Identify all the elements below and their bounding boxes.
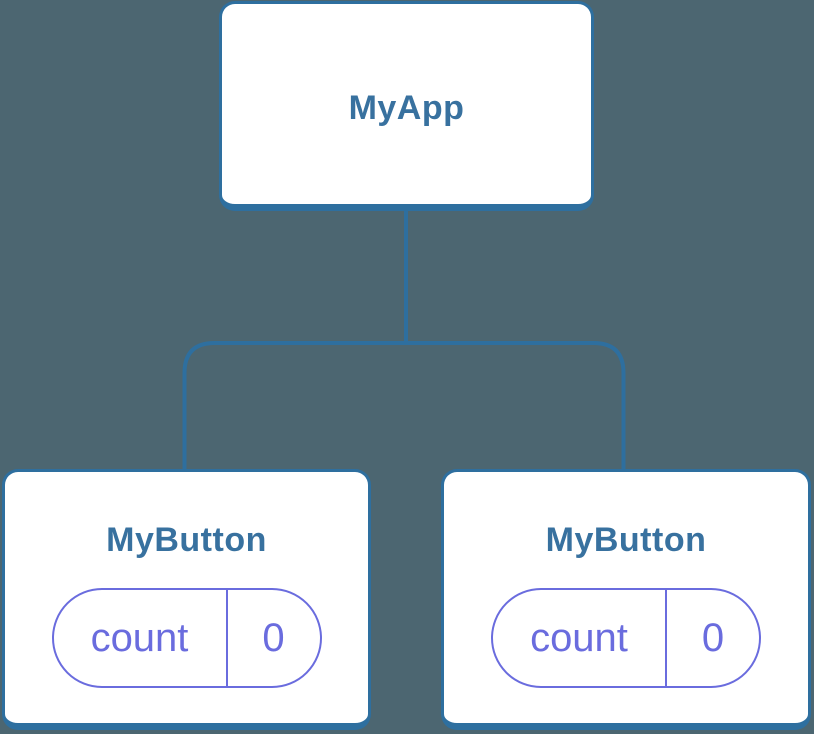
state-pill: count 0 [51, 588, 322, 688]
state-pill: count 0 [491, 588, 761, 688]
children-bracket-line [182, 341, 626, 470]
child-node-mybutton-1: MyButton count 0 [2, 469, 371, 730]
state-value: 0 [262, 615, 285, 660]
child-node-label: MyButton [545, 521, 707, 559]
state-key-label: count [493, 590, 667, 686]
child-node-mybutton-2: MyButton count 0 [441, 469, 811, 730]
state-value: 0 [701, 615, 725, 660]
child-node-label: MyButton [106, 521, 267, 559]
root-node-label: MyApp [348, 89, 465, 127]
root-node-myapp: MyApp [219, 1, 594, 211]
state-key-label: count [54, 590, 228, 686]
